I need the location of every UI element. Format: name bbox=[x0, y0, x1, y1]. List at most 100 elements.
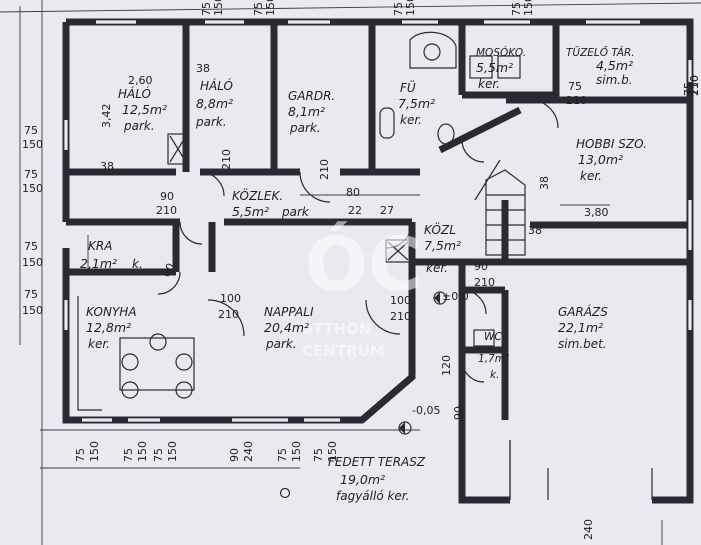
paper-border-line bbox=[0, 2, 701, 13]
room-floor-garazs: sim.bet. bbox=[558, 337, 607, 351]
dim-label: -0,05 bbox=[412, 404, 440, 417]
dim-label: 38 bbox=[196, 62, 210, 75]
sink-icon bbox=[379, 107, 395, 139]
room-area-konyha: 12,8m² bbox=[86, 320, 131, 335]
room-floor-mosoko: ker. bbox=[478, 77, 500, 91]
dim-label: 2,60 bbox=[128, 74, 153, 87]
room-floor-gardr: park. bbox=[289, 121, 321, 135]
dining-table-icon bbox=[119, 337, 195, 391]
room-area-kra: 2,1m² bbox=[80, 256, 117, 271]
watermark: ÓC OTTHON CENTRUM bbox=[300, 220, 422, 360]
room-floor-tuzelo: sim.b. bbox=[596, 73, 633, 87]
room-name-nappali: NAPPALI bbox=[264, 305, 314, 319]
room-floor-nappali: park. bbox=[265, 337, 297, 351]
room-floor-furdo: ker. bbox=[400, 113, 422, 127]
room-name-hobbi: HOBBI SZO. bbox=[576, 137, 647, 151]
room-name-kozlek: KÖZLEK. bbox=[232, 187, 283, 203]
dim-label: 240 bbox=[582, 519, 595, 540]
bathtub-icon bbox=[409, 31, 457, 69]
top-dim-label: 150 bbox=[264, 0, 277, 16]
room-name-kra: KRA bbox=[88, 239, 112, 253]
bottom-dim-label: 75 bbox=[276, 448, 289, 462]
interior-walls bbox=[66, 22, 690, 420]
room-floor-halo1: park. bbox=[123, 119, 155, 133]
left-dim-a: 75 bbox=[24, 124, 38, 137]
right-dim-label: 150 bbox=[688, 75, 701, 96]
room-floor-kra: k. bbox=[132, 257, 143, 271]
bottom-dim-label: 75 bbox=[312, 448, 325, 462]
windows bbox=[64, 20, 692, 422]
left-dimension-stack: 75 150 75 150 75 150 75 150 bbox=[22, 124, 43, 317]
watermark-line2: CENTRUM bbox=[302, 342, 385, 360]
room-area-wc: 1,7m² bbox=[478, 353, 510, 365]
dim-label: 90 bbox=[160, 190, 174, 203]
washer-icon bbox=[497, 55, 521, 79]
dim-label: 38 bbox=[100, 160, 114, 173]
room-floor-kozl: ker. bbox=[426, 261, 448, 275]
room-labels: HÁLÓ 12,5m² park. HÁLÓ 8,8m² park. GARDR… bbox=[80, 45, 647, 503]
dim-label: 75 bbox=[568, 80, 582, 93]
room-area-kozl: 7,5m² bbox=[424, 238, 461, 253]
dimension-labels: 2,60 3,42 38 38 38 38 3,80 90 210 100 21… bbox=[100, 62, 609, 540]
dim-label: 27 bbox=[380, 204, 394, 217]
right-dim-label: 75 bbox=[682, 82, 695, 96]
room-area-furdo: 7,5m² bbox=[398, 96, 435, 111]
top-dim-label: 150 bbox=[522, 0, 535, 16]
kitchen-counter-icon bbox=[77, 296, 102, 411]
bottom-dim-label: 150 bbox=[326, 441, 339, 462]
dim-label: 210 bbox=[220, 149, 233, 170]
bottom-dim-label: 75 bbox=[122, 448, 135, 462]
room-name-tuzelo: TÜZELŐ TÁR. bbox=[566, 45, 635, 59]
room-floor-terasz: fagyálló ker. bbox=[336, 489, 409, 503]
dim-label: 210 bbox=[566, 94, 587, 107]
dim-label: 210 bbox=[218, 308, 239, 321]
dim-label: 210 bbox=[390, 310, 411, 323]
watermark-logo: ÓC bbox=[305, 220, 422, 308]
room-name-konyha: KONYHA bbox=[86, 305, 137, 319]
top-dim-label: 150 bbox=[212, 0, 225, 16]
door-swings bbox=[157, 99, 559, 383]
room-floor-hobbi: ker. bbox=[580, 169, 602, 183]
chimney-icon bbox=[167, 133, 189, 165]
room-floor-kozlek: park bbox=[281, 205, 310, 219]
top-dim-label: 75 bbox=[510, 2, 523, 16]
dim-label: 80 bbox=[346, 186, 360, 199]
dim-label: 60 bbox=[159, 261, 177, 280]
fixtures bbox=[77, 31, 521, 411]
room-name-gardr: GARDR. bbox=[288, 89, 335, 103]
top-dim-label: 75 bbox=[392, 2, 405, 16]
room-name-halo1: HÁLÓ bbox=[118, 86, 151, 101]
room-area-terasz: 19,0m² bbox=[340, 472, 385, 487]
room-area-nappali: 20,4m² bbox=[264, 320, 309, 335]
dim-label: 38 bbox=[538, 176, 551, 190]
bottom-dim-label: 150 bbox=[88, 441, 101, 462]
left-dim-b: 150 bbox=[22, 304, 43, 317]
room-area-kozlek: 5,5m² bbox=[232, 204, 269, 219]
dim-label: 22 bbox=[348, 204, 362, 217]
room-area-garazs: 22,1m² bbox=[558, 320, 603, 335]
left-dim-b: 150 bbox=[22, 138, 43, 151]
toilet-icon bbox=[437, 123, 455, 145]
dim-label: 3,80 bbox=[584, 206, 609, 219]
column-icon bbox=[279, 487, 291, 499]
room-name-garazs: GARÁZS bbox=[558, 304, 608, 319]
left-dim-b: 150 bbox=[22, 182, 43, 195]
watermark-line1: OTTHON bbox=[300, 320, 371, 338]
room-name-halo2: HÁLÓ bbox=[200, 78, 233, 93]
room-name-mosoko: MOSÓKO. bbox=[476, 46, 526, 59]
room-name-kozl: KÖZL bbox=[424, 221, 456, 237]
top-dim-label: 75 bbox=[252, 2, 265, 16]
bottom-dim-label: 150 bbox=[166, 441, 179, 462]
bottom-dim-label: 150 bbox=[136, 441, 149, 462]
top-dim-label: 150 bbox=[404, 0, 417, 16]
room-area-halo1: 12,5m² bbox=[122, 102, 167, 117]
dim-label: 90 bbox=[474, 260, 488, 273]
left-dim-b: 150 bbox=[22, 256, 43, 269]
right-dim-label: 210 bbox=[688, 75, 701, 96]
room-floor-konyha: ker. bbox=[88, 337, 110, 351]
wc-toilet-icon bbox=[473, 329, 495, 347]
room-name-terasz: FEDETT TERASZ bbox=[328, 455, 426, 469]
dim-label: 210 bbox=[318, 159, 331, 180]
